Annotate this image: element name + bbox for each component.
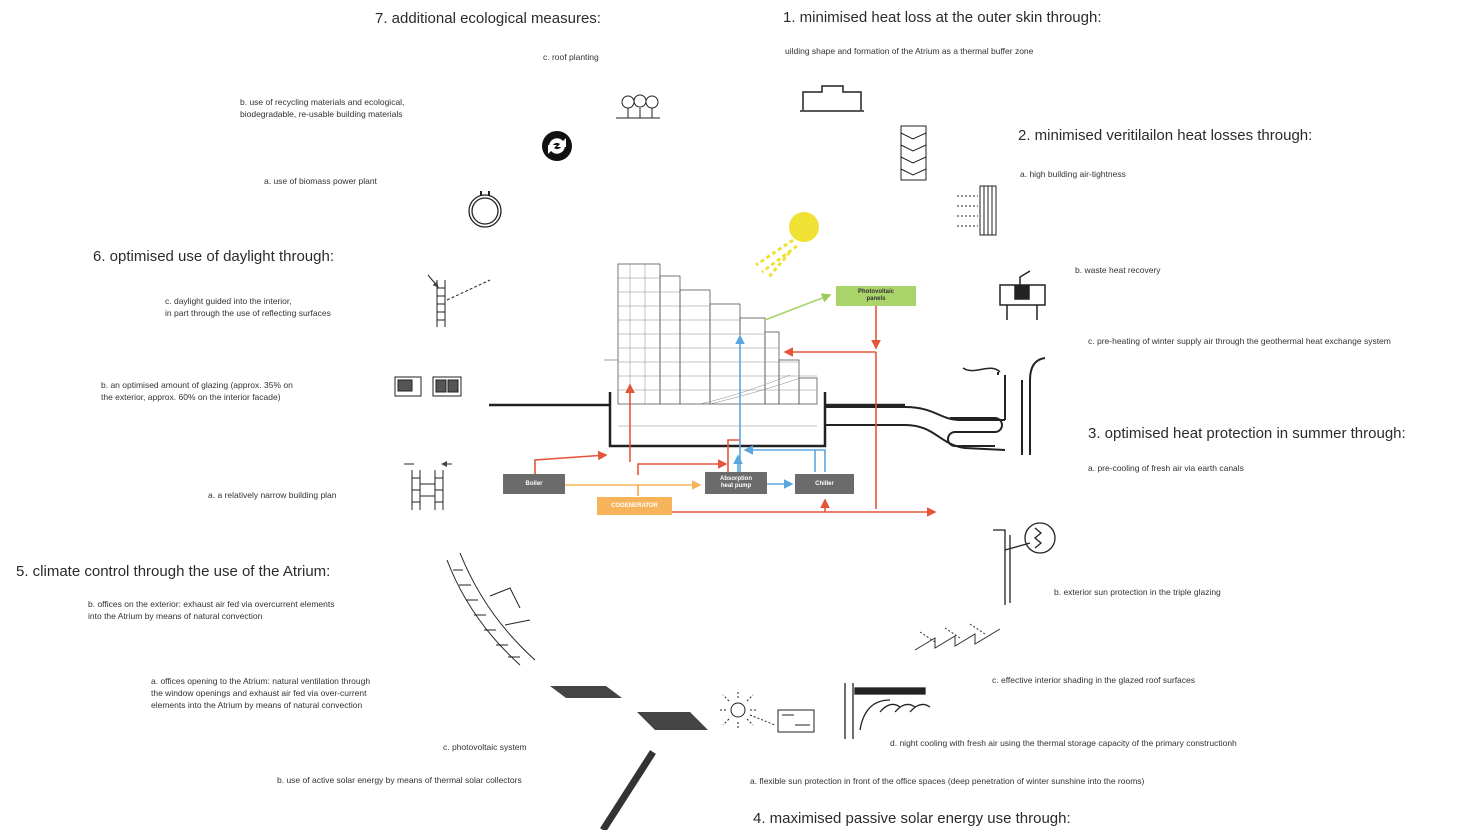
note-3d: d. night cooling with fresh air using th… <box>890 738 1237 748</box>
note-5a: a. offices opening to the Atrium: natura… <box>151 676 371 710</box>
note-5b: b. offices on the exterior: exhaust air … <box>88 599 335 621</box>
heading-5-atrium: 5. climate control through the use of th… <box>16 563 331 580</box>
pv-pole <box>600 750 656 830</box>
narrow-plan-icon <box>404 464 452 510</box>
atrium-section-icon <box>446 552 536 666</box>
pv-panel-icon <box>550 686 708 730</box>
note-6c: c. daylight guided into the interior, in… <box>165 296 331 318</box>
note-7a: a. use of biomass power plant <box>264 176 377 186</box>
note-3b: b. exterior sun protection in the triple… <box>1054 587 1221 597</box>
sun-shade-icon <box>993 522 1056 605</box>
cogenerator-box: COGENERATOR <box>597 497 672 515</box>
note-2c: c. pre-heating of winter supply air thro… <box>1088 336 1391 346</box>
daylight-icon <box>427 274 491 327</box>
insulation-icon <box>900 125 927 181</box>
building-section <box>604 263 827 448</box>
note-1: uilding shape and formation of the Atriu… <box>785 46 1034 56</box>
note-6b: b. an optimised amount of glazing (appro… <box>101 380 293 402</box>
note-7b: b. use of recycling materials and ecolog… <box>240 97 405 119</box>
trees-icon <box>616 94 660 119</box>
boiler-box: Boiler <box>503 474 565 494</box>
heading-6-daylight: 6. optimised use of daylight through: <box>93 248 334 265</box>
earth-canal-icon <box>825 357 1046 455</box>
heading-1-heat-loss: 1. minimised heat loss at the outer skin… <box>783 9 1102 26</box>
chiller-box: Chiller <box>795 474 854 494</box>
note-4a: a. flexible sun protection in front of t… <box>750 776 1145 786</box>
note-2a: a. high building air-tightness <box>1020 169 1126 179</box>
glazing-icon <box>394 376 462 397</box>
photovoltaic-panels-box: Photovoltaic panels <box>836 286 916 306</box>
heat-recovery-icon <box>999 270 1046 320</box>
flow-lines <box>534 293 937 517</box>
roof-shading-icon <box>914 623 1001 651</box>
night-cooling-icon <box>844 683 931 739</box>
heading-3-summer: 3. optimised heat protection in summer t… <box>1088 425 1406 442</box>
note-4c: c. photovoltaic system <box>443 742 527 752</box>
heading-4-passive-solar: 4. maximised passive solar energy use th… <box>753 810 1071 827</box>
note-3a: a. pre-cooling of fresh air via earth ca… <box>1088 463 1244 473</box>
absorption-heat-pump-box: Absorption heat pump <box>705 472 767 494</box>
roof-outline-icon <box>800 85 864 112</box>
note-3c: c. effective interior shading in the gla… <box>992 675 1196 685</box>
heading-2-ventilation: 2. minimised veritilailon heat losses th… <box>1018 127 1313 144</box>
note-4b: b. use of active solar energy by means o… <box>277 775 522 785</box>
recycling-icon <box>542 131 572 161</box>
solar-collector-icon <box>718 690 815 733</box>
airtight-wall-icon <box>957 185 997 236</box>
biomass-icon <box>468 191 502 228</box>
sun-icon <box>755 212 819 279</box>
note-6a: a. a relatively narrow building plan <box>208 490 337 500</box>
heading-7-ecological: 7. additional ecological measures: <box>375 10 601 27</box>
note-7c: c. roof planting <box>543 52 599 62</box>
note-2b: b. waste heat recovery <box>1075 265 1161 275</box>
